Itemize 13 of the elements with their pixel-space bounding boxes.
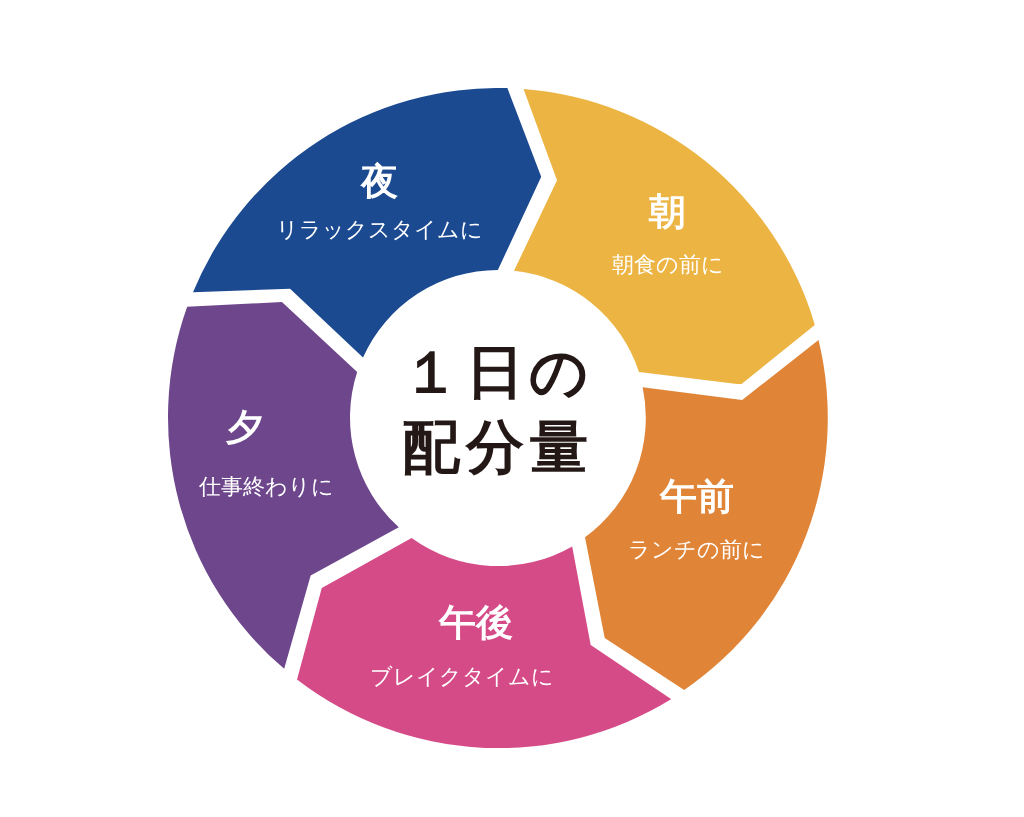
chevron-segment xyxy=(585,340,828,691)
segment-title: 午前 xyxy=(660,476,734,518)
segment-title: 午後 xyxy=(439,602,513,644)
segment-caption: 朝食の前に xyxy=(612,252,724,278)
chevron-segment xyxy=(296,537,671,748)
segment-caption: 仕事終わりに xyxy=(198,474,334,500)
segment-title: 朝 xyxy=(649,191,687,233)
segment-caption: ランチの前に xyxy=(628,537,766,563)
segment-caption: リラックスタイムに xyxy=(276,217,484,243)
segment-title: 夜 xyxy=(361,161,399,203)
center-title: １日の配分量 xyxy=(400,336,596,483)
segment-title: 夕 xyxy=(225,407,263,449)
segment-caption: ブレイクタイムに xyxy=(370,664,554,690)
